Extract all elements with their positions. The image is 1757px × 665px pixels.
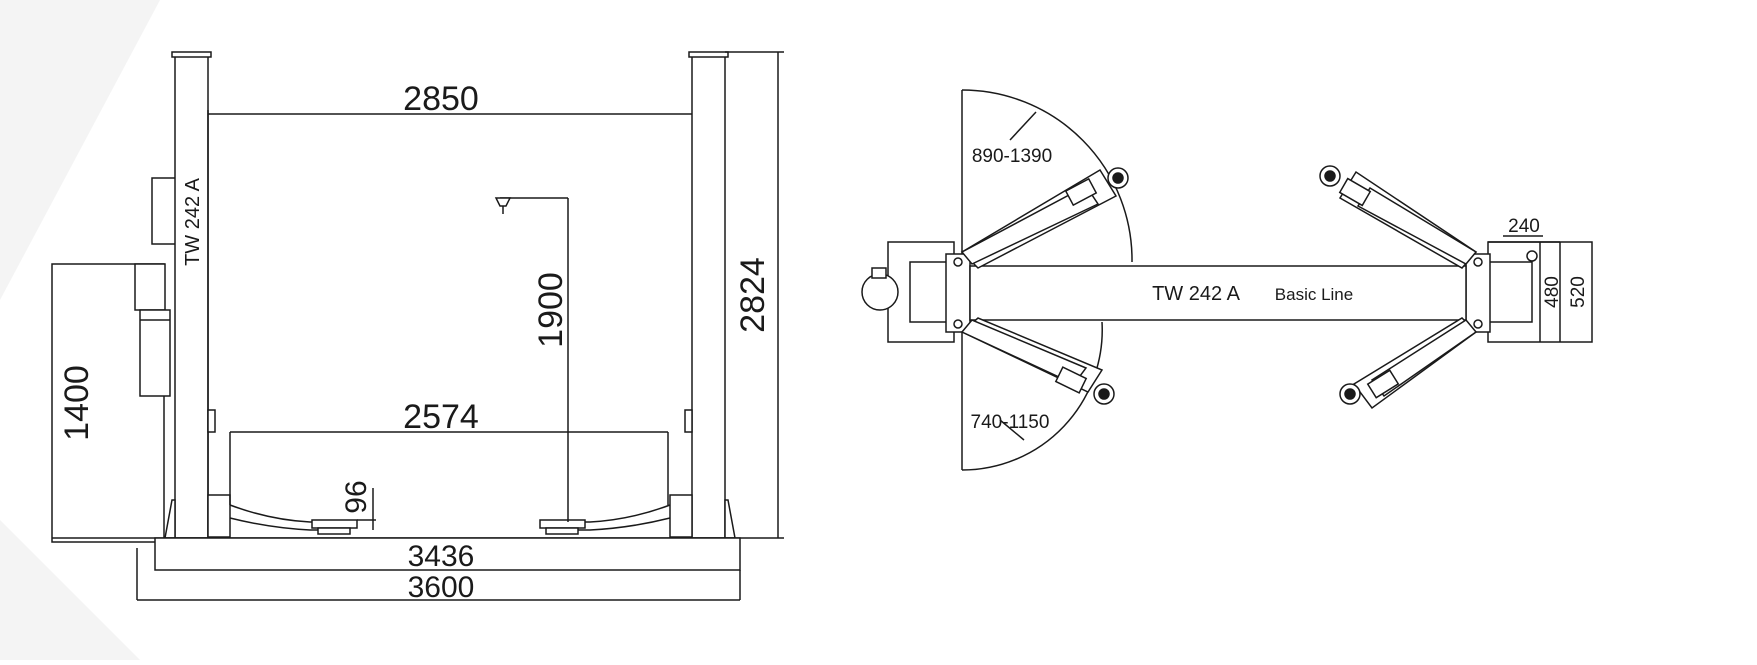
left-carriage-stop bbox=[207, 409, 216, 433]
dim-3436-label: 3436 bbox=[408, 540, 475, 573]
left-arm-lower bbox=[229, 517, 348, 531]
right-upper-arm-slider bbox=[1338, 177, 1372, 207]
column-model-label: TW 242 A bbox=[182, 177, 204, 265]
dim-96-label: 96 bbox=[340, 480, 373, 513]
left-lift-pad bbox=[311, 519, 358, 529]
right-lower-arm-inner bbox=[1370, 319, 1478, 398]
dim-240-label: 240 bbox=[1508, 216, 1540, 237]
left-lower-pad-core bbox=[1098, 388, 1110, 400]
dim-2824-label: 2824 bbox=[734, 257, 772, 333]
left-pad-base bbox=[317, 527, 351, 535]
right-arm-upper bbox=[548, 504, 671, 523]
dim-2574-label: 2574 bbox=[403, 398, 479, 436]
left-pivot-top bbox=[953, 257, 963, 267]
top-view bbox=[861, 89, 1593, 471]
right-carriage-plate bbox=[1465, 253, 1491, 333]
dim-520-label: 520 bbox=[1568, 276, 1589, 308]
dim-1400-label: 1400 bbox=[58, 365, 96, 441]
right-column-cap bbox=[688, 51, 729, 58]
arc-short-leader bbox=[999, 419, 1025, 441]
power-unit-fitting bbox=[871, 267, 887, 279]
right-column-body bbox=[1487, 261, 1533, 323]
left-upper-arm-inner bbox=[960, 185, 1100, 265]
beam-model-label: TW 242 A bbox=[1152, 283, 1240, 305]
left-upper-arm-slider bbox=[1064, 177, 1098, 207]
left-lower-arm-inner bbox=[960, 319, 1088, 385]
left-carriage bbox=[207, 494, 231, 538]
left-column-cap bbox=[171, 51, 212, 58]
hydraulic-tank bbox=[139, 309, 171, 397]
right-carriage-stop bbox=[684, 409, 693, 433]
control-box bbox=[151, 177, 179, 245]
background-shade bbox=[0, 0, 160, 300]
right-upper-pad-core bbox=[1324, 170, 1336, 182]
right-upper-arm-inner bbox=[1356, 186, 1478, 265]
right-lift-pad bbox=[539, 519, 586, 529]
right-column-bolt bbox=[1526, 250, 1538, 262]
arm-range-long-label: 890-1390 bbox=[972, 146, 1052, 167]
background-shade-bottom bbox=[0, 520, 140, 660]
right-lower-arm-slider bbox=[1366, 369, 1400, 399]
beam-line-label: Basic Line bbox=[1275, 285, 1353, 304]
power-unit-top bbox=[861, 273, 899, 311]
overhead-beam bbox=[969, 265, 1467, 321]
dim-3600-label: 3600 bbox=[408, 571, 475, 604]
motor-block bbox=[134, 263, 166, 311]
right-carriage bbox=[669, 494, 693, 538]
left-column bbox=[174, 53, 209, 539]
right-column bbox=[691, 53, 726, 539]
dim-1900-label: 1900 bbox=[532, 272, 570, 348]
right-pivot-top bbox=[1473, 257, 1483, 267]
right-pivot-bottom bbox=[1473, 319, 1483, 329]
arm-range-short-label: 740-1150 bbox=[971, 412, 1050, 433]
right-pad-base bbox=[545, 527, 579, 535]
left-pivot-bottom bbox=[953, 319, 963, 329]
right-lower-pad-core bbox=[1344, 388, 1356, 400]
left-lower-arm-slider bbox=[1054, 366, 1088, 394]
left-upper-pad-core bbox=[1112, 172, 1124, 184]
side-view bbox=[51, 51, 784, 601]
dim-480-label: 480 bbox=[1542, 276, 1563, 308]
arc-long-leader bbox=[1009, 111, 1037, 141]
base-plate bbox=[154, 537, 741, 571]
swing-arc-long bbox=[961, 89, 1133, 263]
dim-2850-label: 2850 bbox=[403, 80, 479, 118]
left-arm-upper bbox=[229, 504, 348, 523]
raised-pad-symbol bbox=[494, 197, 512, 207]
right-arm-lower bbox=[548, 517, 671, 531]
swing-arc-short bbox=[961, 321, 1103, 471]
